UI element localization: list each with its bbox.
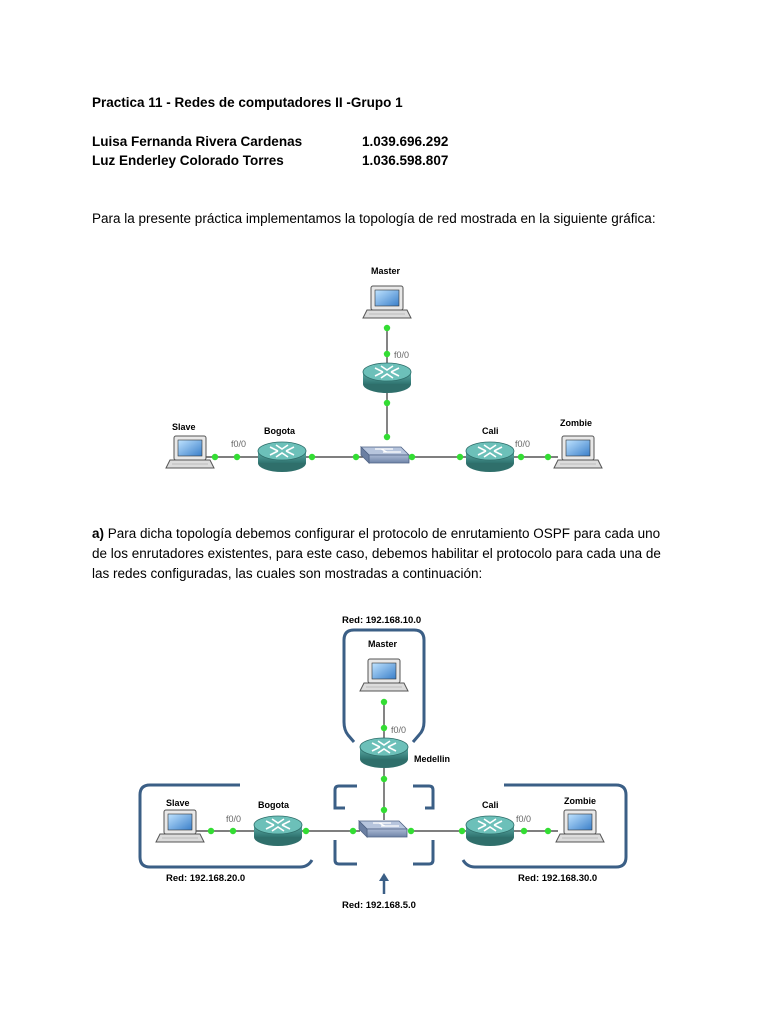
diagram1-links [193, 330, 558, 458]
author-name: Luisa Fernanda Rivera Cardenas [92, 134, 303, 149]
switch-icon [360, 446, 410, 464]
diagram2-ports [207, 698, 552, 835]
bogota-router-icon [253, 815, 303, 847]
author-id: 1.039.696.292 [362, 134, 449, 149]
zombie-label: Zombie [564, 796, 596, 806]
master-router-icon [362, 362, 412, 394]
diagram2-devices [155, 658, 605, 847]
bogota-interface-label: f0/0 [231, 439, 246, 449]
slave-pc-icon [155, 809, 205, 843]
slave-label: Slave [166, 798, 190, 808]
zombie-pc-icon [553, 435, 603, 469]
network-label-top: Red: 192.168.10.0 [342, 615, 421, 626]
bogota-interface-label: f0/0 [226, 814, 241, 824]
intro-paragraph: Para la presente práctica implementamos … [92, 211, 656, 226]
section-a-text: Para dicha topología debemos configurar … [104, 526, 661, 541]
document-title: Practica 11 - Redes de computadores II -… [92, 95, 403, 110]
switch-icon [358, 820, 408, 838]
cali-router-icon [465, 441, 515, 473]
section-a-marker: a) [92, 526, 105, 541]
network-label-center: Red: 192.168.5.0 [342, 900, 416, 911]
slave-label: Slave [172, 422, 196, 432]
diagram1-ports [211, 324, 552, 461]
master-interface-label: f0/0 [394, 350, 409, 360]
cali-router-icon [465, 815, 515, 847]
master-pc-icon [362, 285, 412, 319]
section-a-paragraph: a) Para dicha topología debemos configur… [92, 524, 682, 584]
zombie-pc-icon [555, 809, 605, 843]
master-pc-icon [359, 658, 409, 692]
bogota-label: Bogota [258, 800, 290, 810]
network-label-right: Red: 192.168.30.0 [518, 873, 597, 884]
slave-pc-icon [165, 435, 215, 469]
cali-interface-label: f0/0 [516, 814, 531, 824]
network-label-left: Red: 192.168.20.0 [166, 873, 245, 884]
medellin-label: Medellin [414, 754, 450, 764]
cali-label: Cali [482, 426, 499, 436]
author-name: Luz Enderley Colorado Torres [92, 153, 284, 168]
section-a-line: de los enrutadores existentes, para este… [92, 546, 661, 561]
master-label: Master [371, 266, 401, 276]
section-a-line: las redes configuradas, las cuales son m… [92, 566, 483, 581]
section-a-line: a) Para dicha topología debemos configur… [92, 524, 682, 544]
zombie-label: Zombie [560, 418, 592, 428]
cali-label: Cali [482, 800, 499, 810]
bogota-router-icon [257, 441, 307, 473]
diagram2-network-groups [138, 628, 628, 869]
master-interface-label: f0/0 [391, 725, 406, 735]
medellin-router-icon [359, 737, 409, 769]
cali-interface-label: f0/0 [515, 439, 530, 449]
bogota-label: Bogota [264, 426, 296, 436]
author-id: 1.036.598.807 [362, 153, 449, 168]
master-label: Master [368, 639, 398, 649]
